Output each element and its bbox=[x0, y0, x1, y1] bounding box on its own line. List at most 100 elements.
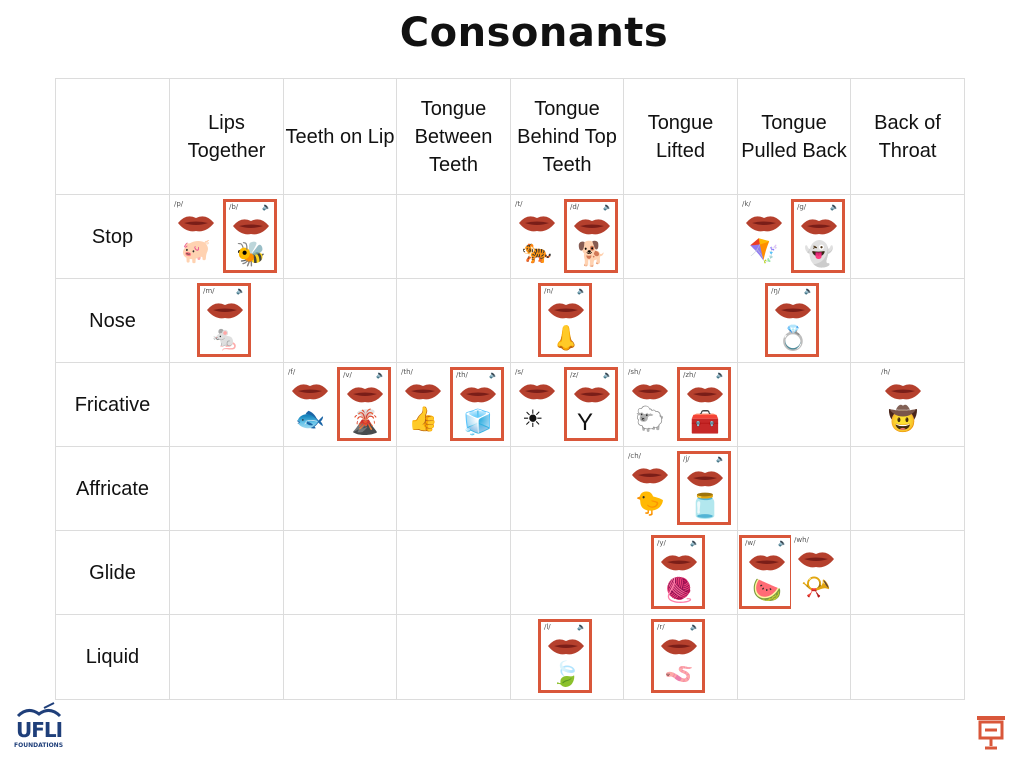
phoneme-card[interactable]: /th/🔈🧊 bbox=[450, 367, 504, 441]
speaker-icon[interactable]: 🔈 bbox=[577, 624, 586, 631]
phoneme-card[interactable]: /sh/ 🐑 bbox=[625, 367, 679, 441]
corner-cell bbox=[55, 78, 170, 195]
phoneme-card[interactable]: /y/🔈🧶 bbox=[651, 535, 705, 609]
kite-icon: 🪁 bbox=[749, 238, 779, 265]
phoneme-label: /r/ bbox=[657, 623, 665, 631]
speaker-icon[interactable]: 🔈 bbox=[716, 372, 725, 379]
phoneme-card[interactable]: /s/☀ bbox=[512, 367, 566, 441]
speaker-icon[interactable]: 🔈 bbox=[778, 540, 787, 547]
phoneme-card[interactable]: /t/🐅 bbox=[512, 199, 566, 273]
grid-cell bbox=[283, 194, 397, 279]
phoneme-label: /sh/ bbox=[628, 368, 641, 376]
sheep-icon: 🐑 bbox=[635, 406, 665, 433]
treasure-icon: 🧰 bbox=[690, 409, 720, 436]
chick-icon: 🐤 bbox=[635, 490, 665, 517]
phoneme-card[interactable]: /d/🔈🐕 bbox=[564, 199, 618, 273]
presentation-icon[interactable] bbox=[976, 714, 1006, 752]
speaker-icon[interactable]: 🔈 bbox=[804, 288, 813, 295]
mouth-icon bbox=[548, 639, 584, 655]
column-header: Back of Throat bbox=[850, 78, 965, 195]
grid-cell: /y/🔈🧶 bbox=[623, 530, 738, 615]
mouth-icon bbox=[661, 555, 697, 571]
grid-cell bbox=[283, 614, 397, 700]
grid-cell: /t/🐅/d/🔈🐕 bbox=[510, 194, 624, 279]
grid-cell: /th/👍/th/ 🔈 🧊 bbox=[396, 362, 511, 447]
ring-icon: 💍 bbox=[778, 325, 808, 352]
phoneme-card[interactable]: /wh/📯 bbox=[791, 535, 845, 609]
mouth-icon bbox=[178, 216, 214, 232]
grid-cell bbox=[850, 446, 965, 531]
phoneme-label: /p/ bbox=[174, 200, 184, 208]
phoneme-card[interactable]: /z/ 🔈 Y bbox=[564, 367, 618, 441]
column-header: Lips Together bbox=[169, 78, 284, 195]
grid-cell bbox=[283, 446, 397, 531]
phoneme-label: /ch/ bbox=[628, 452, 642, 460]
grid-cell bbox=[396, 614, 511, 700]
grid-cell bbox=[623, 278, 738, 363]
speaker-icon[interactable]: 🔈 bbox=[830, 204, 839, 211]
speaker-icon[interactable]: 🔈 bbox=[376, 372, 385, 379]
mouth-icon bbox=[798, 552, 834, 568]
whistle-icon: 📯 bbox=[801, 574, 831, 601]
phoneme-label: /ŋ/ bbox=[771, 287, 781, 295]
phoneme-card[interactable]: /zh/🔈🧰 bbox=[677, 367, 731, 441]
ufli-logo: UFLI FOUNDATIONS bbox=[14, 702, 64, 754]
phoneme-card[interactable]: /f/🐟 bbox=[285, 367, 339, 441]
phoneme-card[interactable]: /th/👍 bbox=[398, 367, 452, 441]
phoneme-label: /z/ bbox=[570, 371, 579, 379]
speaker-icon[interactable]: 🔈 bbox=[262, 204, 271, 211]
phoneme-card[interactable]: /l/🔈🍃 bbox=[538, 619, 592, 693]
phoneme-card[interactable]: /w/🔈🍉 bbox=[739, 535, 793, 609]
phoneme-card[interactable]: /k/🪁 bbox=[739, 199, 793, 273]
phoneme-card[interactable]: /r/🔈🪱 bbox=[651, 619, 705, 693]
phoneme-card[interactable]: /g/🔈👻 bbox=[791, 199, 845, 273]
grid-cell: /ŋ/ 🔈 💍 bbox=[737, 278, 851, 363]
phoneme-card[interactable]: /j/🔈🫙 bbox=[677, 451, 731, 525]
column-header: Tongue Between Teeth bbox=[396, 78, 511, 195]
grid-cell bbox=[396, 446, 511, 531]
speaker-icon[interactable]: 🔈 bbox=[489, 372, 498, 379]
mouth-icon bbox=[405, 384, 441, 400]
phoneme-card[interactable]: /m/🔈🐁 bbox=[197, 283, 251, 357]
speaker-icon[interactable]: 🔈 bbox=[690, 540, 699, 547]
zipper-icon: Y bbox=[577, 409, 594, 436]
mouth-icon bbox=[292, 384, 328, 400]
mouth-icon bbox=[519, 216, 555, 232]
phoneme-label: /th/ bbox=[401, 368, 413, 376]
cube-icon: 🧊 bbox=[463, 409, 493, 436]
phoneme-card[interactable]: /p/ 🐖 bbox=[171, 199, 225, 273]
speaker-icon[interactable]: 🔈 bbox=[603, 372, 612, 379]
speaker-icon[interactable]: 🔈 bbox=[236, 288, 245, 295]
mouth-icon bbox=[548, 303, 584, 319]
book-icon bbox=[16, 702, 62, 718]
sun-icon: ☀ bbox=[522, 406, 544, 433]
grid-cell bbox=[850, 194, 965, 279]
speaker-icon[interactable]: 🔈 bbox=[577, 288, 586, 295]
phoneme-label: /h/ bbox=[881, 368, 891, 376]
phoneme-card[interactable]: /ch/ 🐤 bbox=[625, 451, 679, 525]
phoneme-card[interactable]: /h/🤠 bbox=[878, 367, 932, 441]
grid-cell bbox=[850, 530, 965, 615]
phoneme-card[interactable]: /v/🔈🌋 bbox=[337, 367, 391, 441]
speaker-icon[interactable]: 🔈 bbox=[716, 456, 725, 463]
grid-cell bbox=[169, 446, 284, 531]
pig-icon: 🐖 bbox=[181, 238, 211, 265]
grid-cell bbox=[169, 362, 284, 447]
phoneme-label: /g/ bbox=[797, 203, 807, 211]
phoneme-card[interactable]: /b/🔈🐝 bbox=[223, 199, 277, 273]
phoneme-label: /f/ bbox=[288, 368, 296, 376]
phoneme-card[interactable]: /n/🔈👃 bbox=[538, 283, 592, 357]
grid-cell: /s/☀ /z/ 🔈 Y bbox=[510, 362, 624, 447]
bee-icon: 🐝 bbox=[236, 241, 266, 268]
mouth-icon bbox=[347, 387, 383, 403]
phoneme-label: /m/ bbox=[203, 287, 215, 295]
grid-cell bbox=[510, 530, 624, 615]
speaker-icon[interactable]: 🔈 bbox=[603, 204, 612, 211]
row-header: Fricative bbox=[55, 362, 170, 447]
dog-icon: 🐕 bbox=[577, 241, 607, 268]
speaker-icon[interactable]: 🔈 bbox=[690, 624, 699, 631]
grid-cell: /k/🪁/g/🔈👻 bbox=[737, 194, 851, 279]
watermelon-icon: 🍉 bbox=[752, 577, 782, 604]
row-header: Affricate bbox=[55, 446, 170, 531]
phoneme-card[interactable]: /ŋ/ 🔈 💍 bbox=[765, 283, 819, 357]
